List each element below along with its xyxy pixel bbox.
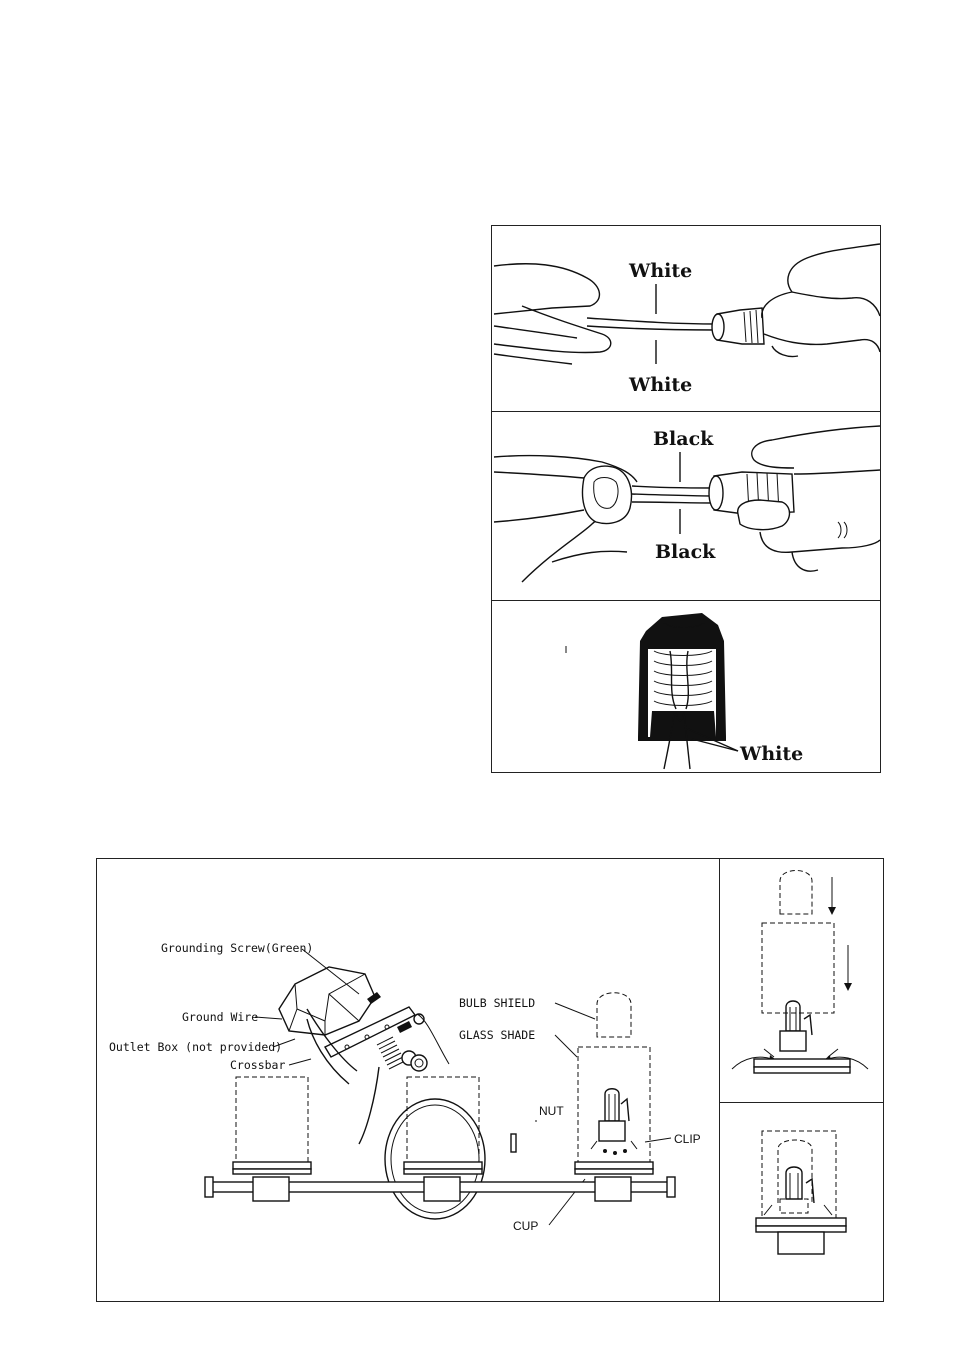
black-bottom-label: Black [655, 541, 716, 563]
wire-nut-panel: White [492, 600, 880, 772]
main-assembly-diagram: Grounding Screw(Green) Ground Wire Outle… [97, 859, 720, 1301]
white-bottom-label: White [628, 374, 692, 396]
bulb-insertion-diagram [720, 859, 883, 1103]
white-wire-illustration: White White [492, 226, 882, 411]
white-nut-label: White [739, 743, 803, 765]
glass-shade-label: GLASS SHADE [459, 1028, 535, 1042]
ground-wire-label: Ground Wire [182, 1010, 258, 1024]
wire-connection-figure: White White [491, 225, 881, 773]
black-wire-illustration: Black Black [492, 412, 882, 601]
fixture-assembly-illustration: Grounding Screw(Green) Ground Wire Outle… [97, 859, 720, 1301]
grounding-screw-label: Grounding Screw(Green) [161, 941, 313, 955]
black-top-label: Black [653, 428, 714, 450]
nut-label: NUT [539, 1104, 564, 1118]
bulb-shield-label: BULB SHIELD [459, 996, 535, 1010]
outlet-box-label: Outlet Box (not provided) [109, 1040, 282, 1054]
white-wire-panel: White White [492, 226, 880, 411]
assembly-figure: Grounding Screw(Green) Ground Wire Outle… [96, 858, 884, 1302]
wire-nut-cross-section: White [492, 601, 882, 773]
white-top-label: White [628, 260, 692, 282]
assembled-fixture-diagram [720, 1103, 883, 1301]
assembled-fixture-illustration [720, 1103, 883, 1301]
clip-label: CLIP [674, 1132, 701, 1146]
cup-label: CUP [513, 1219, 538, 1233]
black-wire-panel: Black Black [492, 411, 880, 600]
crossbar-label: Crossbar [230, 1058, 285, 1072]
bulb-insertion-illustration [720, 859, 883, 1103]
